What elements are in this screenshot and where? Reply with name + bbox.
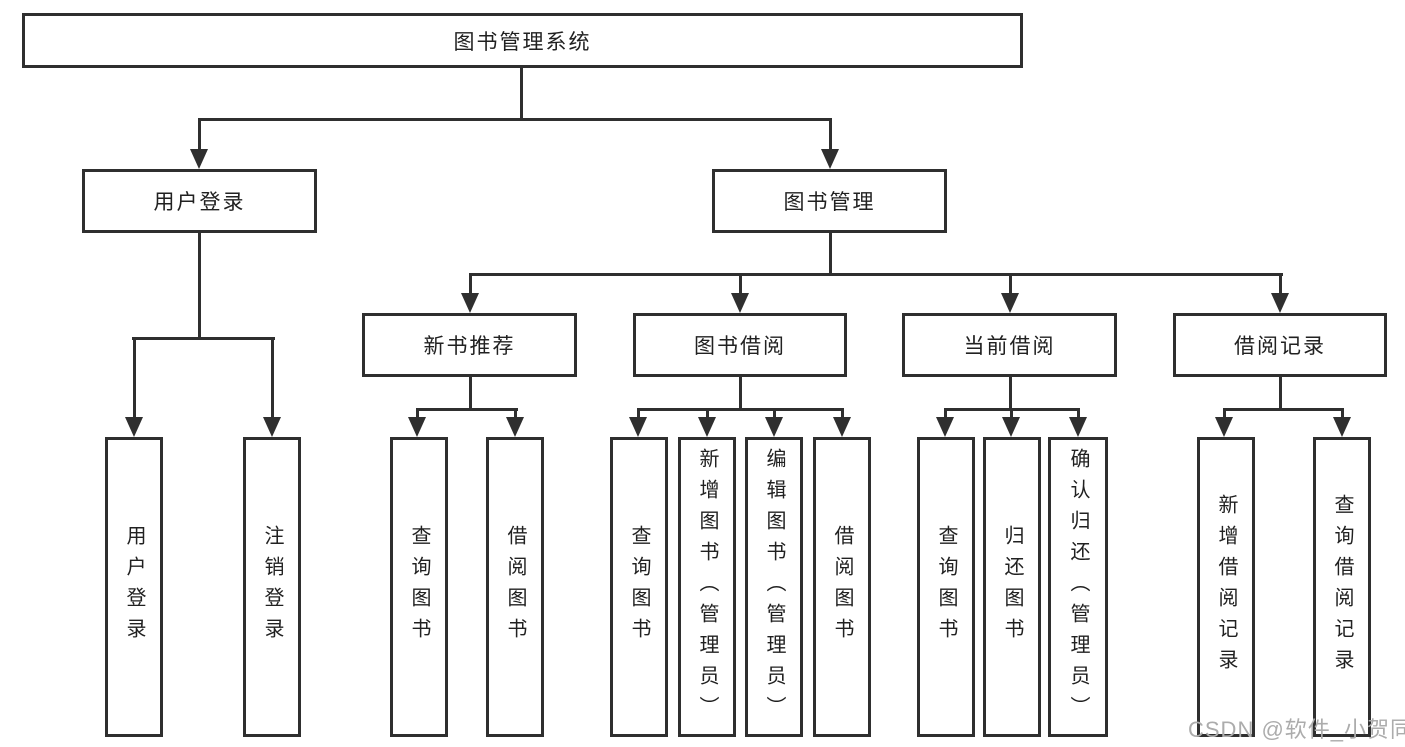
arrowhead bbox=[1271, 293, 1289, 313]
node-root-label: 图书管理系统 bbox=[453, 30, 592, 54]
leaf-query-books-borrow-label: 查询图书 bbox=[628, 525, 650, 649]
connector bbox=[637, 408, 640, 420]
connector bbox=[739, 273, 742, 295]
connector bbox=[773, 408, 776, 420]
leaf-logout-label: 注销登录 bbox=[261, 525, 283, 649]
arrowhead bbox=[1333, 417, 1351, 437]
arrowhead bbox=[461, 293, 479, 313]
leaf-add-borrow-record: 新增借阅记录 bbox=[1197, 437, 1255, 737]
leaf-query-borrow-record-label: 查询借阅记录 bbox=[1331, 494, 1353, 680]
node-root: 图书管理系统 bbox=[22, 13, 1023, 68]
arrowhead bbox=[408, 417, 426, 437]
leaf-query-books-current-label: 查询图书 bbox=[935, 525, 957, 649]
connector bbox=[637, 408, 844, 411]
connector bbox=[1077, 408, 1080, 420]
leaf-query-books-current: 查询图书 bbox=[917, 437, 975, 737]
node-user-login: 用户登录 bbox=[82, 169, 317, 233]
leaf-confirm-return-admin-label: 确认归还（管理员） bbox=[1067, 447, 1089, 727]
leaf-borrow-books-recommend: 借阅图书 bbox=[486, 437, 544, 737]
connector bbox=[829, 118, 832, 151]
node-current-borrow-label: 当前借阅 bbox=[963, 335, 1056, 358]
leaf-logout: 注销登录 bbox=[243, 437, 301, 737]
node-current-borrow: 当前借阅 bbox=[902, 313, 1117, 377]
arrowhead bbox=[821, 149, 839, 169]
arrowhead bbox=[125, 417, 143, 437]
connector bbox=[271, 337, 274, 419]
connector bbox=[1009, 377, 1012, 411]
leaf-query-books-borrow: 查询图书 bbox=[610, 437, 668, 737]
connector bbox=[841, 408, 844, 420]
node-user-login-label: 用户登录 bbox=[153, 191, 246, 214]
connector bbox=[198, 118, 832, 121]
node-book-management: 图书管理 bbox=[712, 169, 947, 233]
connector bbox=[1279, 377, 1282, 411]
node-book-management-label: 图书管理 bbox=[783, 191, 876, 214]
node-borrow-records-label: 借阅记录 bbox=[1234, 335, 1326, 358]
connector bbox=[132, 337, 275, 340]
arrowhead bbox=[698, 417, 716, 437]
arrowhead bbox=[190, 149, 208, 169]
arrowhead bbox=[1002, 417, 1020, 437]
connector bbox=[944, 408, 947, 420]
arrowhead bbox=[629, 417, 647, 437]
leaf-return-books: 归还图书 bbox=[983, 437, 1041, 737]
node-new-book-recommend-label: 新书推荐 bbox=[423, 335, 516, 358]
connector bbox=[1279, 273, 1282, 295]
arrowhead bbox=[506, 417, 524, 437]
arrowhead bbox=[1069, 417, 1087, 437]
connector bbox=[469, 273, 1283, 276]
leaf-borrow-books-recommend-label: 借阅图书 bbox=[504, 525, 526, 649]
leaf-user-login: 用户登录 bbox=[105, 437, 163, 737]
connector bbox=[469, 273, 472, 295]
connector bbox=[514, 408, 517, 420]
arrowhead bbox=[1001, 293, 1019, 313]
leaf-query-books-recommend: 查询图书 bbox=[390, 437, 448, 737]
leaf-borrow-books-borrow-label: 借阅图书 bbox=[831, 525, 853, 649]
leaf-add-book-admin-label: 新增图书（管理员） bbox=[696, 447, 718, 727]
node-borrow-records: 借阅记录 bbox=[1173, 313, 1387, 377]
leaf-return-books-label: 归还图书 bbox=[1001, 525, 1023, 649]
connector bbox=[1223, 408, 1344, 411]
leaf-query-borrow-record: 查询借阅记录 bbox=[1313, 437, 1371, 737]
arrowhead bbox=[1215, 417, 1233, 437]
arrowhead bbox=[765, 417, 783, 437]
connector bbox=[133, 337, 136, 419]
connector bbox=[1223, 408, 1226, 420]
node-new-book-recommend: 新书推荐 bbox=[362, 313, 577, 377]
node-book-borrow: 图书借阅 bbox=[633, 313, 847, 377]
leaf-borrow-books-borrow: 借阅图书 bbox=[813, 437, 871, 737]
connector bbox=[1009, 273, 1012, 295]
arrowhead bbox=[731, 293, 749, 313]
leaf-edit-book-admin-label: 编辑图书（管理员） bbox=[763, 447, 785, 727]
connector bbox=[829, 233, 832, 276]
connector bbox=[739, 377, 742, 411]
connector bbox=[1341, 408, 1344, 420]
leaf-edit-book-admin: 编辑图书（管理员） bbox=[745, 437, 803, 737]
connector bbox=[416, 408, 419, 420]
watermark: CSDN @软件_小贺同学 bbox=[1188, 717, 1405, 742]
arrowhead bbox=[263, 417, 281, 437]
connector bbox=[520, 68, 523, 118]
connector bbox=[1010, 408, 1013, 420]
connector bbox=[198, 118, 201, 153]
connector bbox=[706, 408, 709, 420]
leaf-add-borrow-record-label: 新增借阅记录 bbox=[1215, 494, 1237, 680]
leaf-query-books-recommend-label: 查询图书 bbox=[408, 525, 430, 649]
connector bbox=[416, 408, 518, 411]
leaf-user-login-label: 用户登录 bbox=[123, 525, 145, 649]
arrowhead bbox=[833, 417, 851, 437]
arrowhead bbox=[936, 417, 954, 437]
node-book-borrow-label: 图书借阅 bbox=[694, 335, 786, 358]
connector bbox=[469, 377, 472, 411]
leaf-confirm-return-admin: 确认归还（管理员） bbox=[1048, 437, 1108, 737]
connector bbox=[198, 232, 201, 340]
leaf-add-book-admin: 新增图书（管理员） bbox=[678, 437, 736, 737]
